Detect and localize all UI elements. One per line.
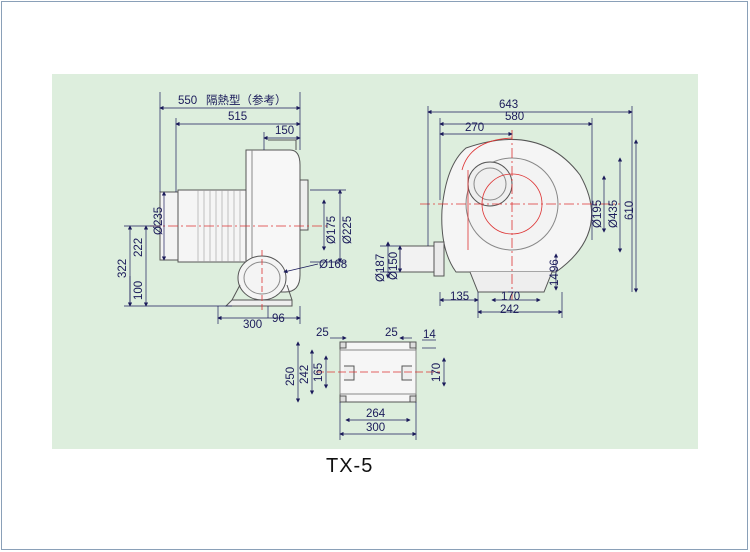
dim-slot-25-right: 25 bbox=[385, 327, 398, 339]
dim-242b: 242 bbox=[299, 365, 311, 384]
dim-d235: Ø235 bbox=[153, 207, 165, 235]
dim-d168: Ø168 bbox=[319, 259, 347, 271]
dim-264: 264 bbox=[366, 408, 386, 420]
dim-100: 100 bbox=[133, 281, 145, 300]
dim-d150: Ø150 bbox=[388, 252, 400, 280]
side-dimensions bbox=[124, 92, 346, 324]
dim-base-300: 300 bbox=[243, 319, 262, 331]
side-view bbox=[150, 139, 330, 310]
dim-300b: 300 bbox=[366, 422, 385, 434]
dim-165: 165 bbox=[313, 363, 325, 382]
dim-slot-14: 14 bbox=[423, 329, 436, 341]
dim-base-96: 96 bbox=[272, 313, 285, 325]
model-title: TX-5 bbox=[326, 455, 374, 477]
dim-135: 135 bbox=[450, 291, 469, 303]
dim-slot-25-left: 25 bbox=[316, 327, 329, 339]
dim-d225: Ø225 bbox=[342, 216, 354, 244]
front-dimensions bbox=[380, 106, 639, 318]
dim-170: 170 bbox=[501, 291, 520, 303]
dim-610: 610 bbox=[624, 201, 636, 220]
dim-580: 580 bbox=[505, 111, 524, 123]
dim-322: 322 bbox=[117, 259, 129, 278]
dim-14: 14 bbox=[549, 273, 561, 286]
front-view bbox=[399, 130, 620, 300]
dim-d195: Ø195 bbox=[592, 200, 604, 228]
dim-270: 270 bbox=[465, 122, 484, 134]
dim-515: 515 bbox=[228, 111, 247, 123]
dim-d435: Ø435 bbox=[608, 200, 620, 228]
dim-242: 242 bbox=[500, 304, 519, 316]
dim-d187: Ø187 bbox=[375, 254, 387, 282]
dim-643: 643 bbox=[499, 99, 518, 111]
dim-170b: 170 bbox=[431, 363, 443, 382]
dim-222: 222 bbox=[133, 238, 145, 257]
dim-insulated-label: 隔熱型（参考） bbox=[206, 93, 287, 107]
dim-150: 150 bbox=[275, 125, 294, 137]
dim-250: 250 bbox=[285, 367, 297, 386]
base-view bbox=[316, 341, 440, 403]
base-dimensions bbox=[295, 335, 447, 440]
dim-96: 96 bbox=[549, 259, 561, 272]
dim-550: 550 bbox=[178, 95, 197, 107]
dim-d175: Ø175 bbox=[326, 216, 338, 244]
